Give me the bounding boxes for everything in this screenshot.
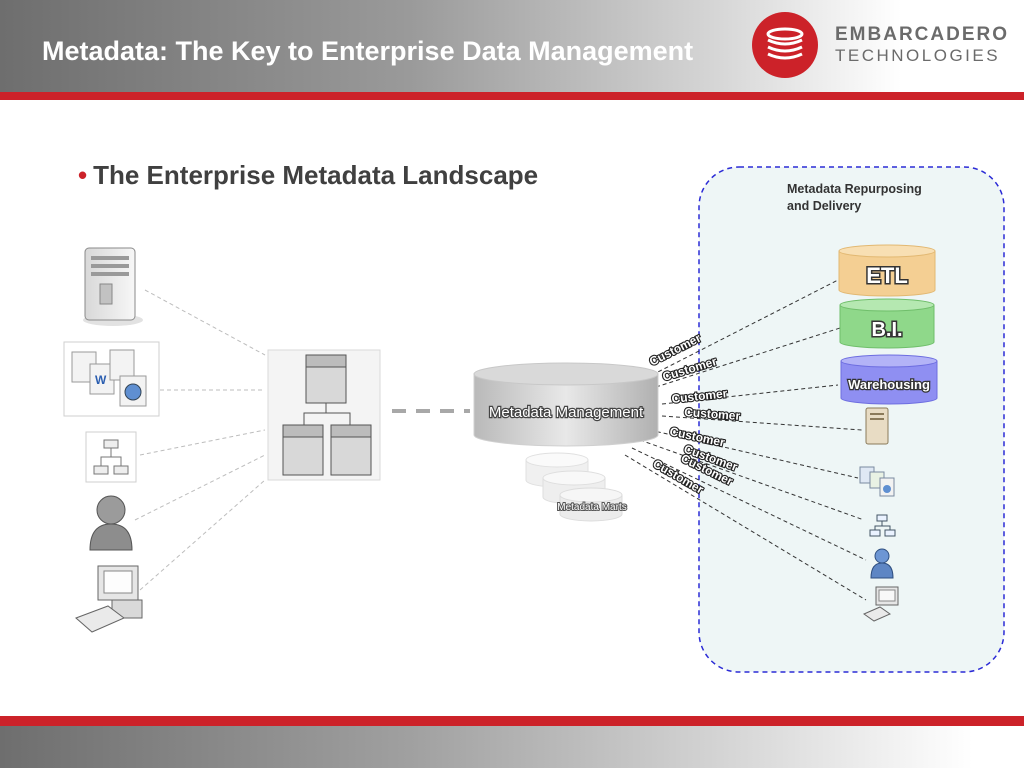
header-bar: Metadata: The Key to Enterprise Data Man…: [0, 0, 1024, 92]
hierarchy-center-icon: [267, 349, 381, 481]
bullet-text: The Enterprise Metadata Landscape: [93, 160, 539, 190]
svg-text:W: W: [95, 373, 107, 387]
header-red-stripe: [0, 92, 1024, 100]
warehousing-cylinder: [840, 354, 938, 405]
customer-connectors: [624, 279, 867, 601]
user-icon: [89, 495, 133, 551]
workstation-small-icon: [862, 586, 899, 622]
hierarchy-tiny-icon: [869, 514, 896, 537]
metadata-marts-cylinders: [525, 452, 623, 522]
bi-cylinder: [839, 298, 935, 349]
repurposing-title-line1: Metadata Repurposing: [787, 182, 922, 196]
logo-wordmark-line1: EMBARCADERO: [835, 24, 1009, 45]
customer-label: Customer: [684, 405, 741, 423]
server-small-icon: [865, 407, 889, 445]
etl-cylinder: [838, 244, 936, 297]
warehousing-label: Warehousing: [848, 377, 930, 392]
bi-label: B.I.: [871, 319, 902, 341]
embarcadero-logo: EMBARCADERO TECHNOLOGIES: [750, 10, 1020, 80]
documents-icon: W: [63, 341, 160, 417]
bullet-heading: •The Enterprise Metadata Landscape: [78, 160, 538, 191]
metadata-marts-label: Metadata Marts: [557, 502, 626, 513]
logo-wordmark-line2: TECHNOLOGIES: [835, 46, 1001, 65]
user-small-icon: [870, 548, 894, 579]
server-icon: [83, 247, 143, 326]
etl-label: ETL: [866, 263, 908, 288]
metadata-management-label: Metadata Management: [489, 404, 644, 421]
bullet-dot-icon: •: [78, 160, 88, 190]
repurposing-title-line2: and Delivery: [787, 199, 861, 213]
left-connectors: [134, 289, 266, 591]
page-title: Metadata: The Key to Enterprise Data Man…: [42, 36, 694, 66]
metadata-management-cylinder: [473, 362, 659, 447]
hierarchy-small-icon: [85, 431, 137, 483]
workstation-icon: [75, 565, 143, 633]
documents-small-icon: [859, 466, 895, 497]
logo-database-icon: [752, 12, 818, 78]
footer-bar: [0, 726, 1024, 768]
repurposing-panel: [698, 166, 1005, 673]
footer-red-stripe: [0, 716, 1024, 726]
